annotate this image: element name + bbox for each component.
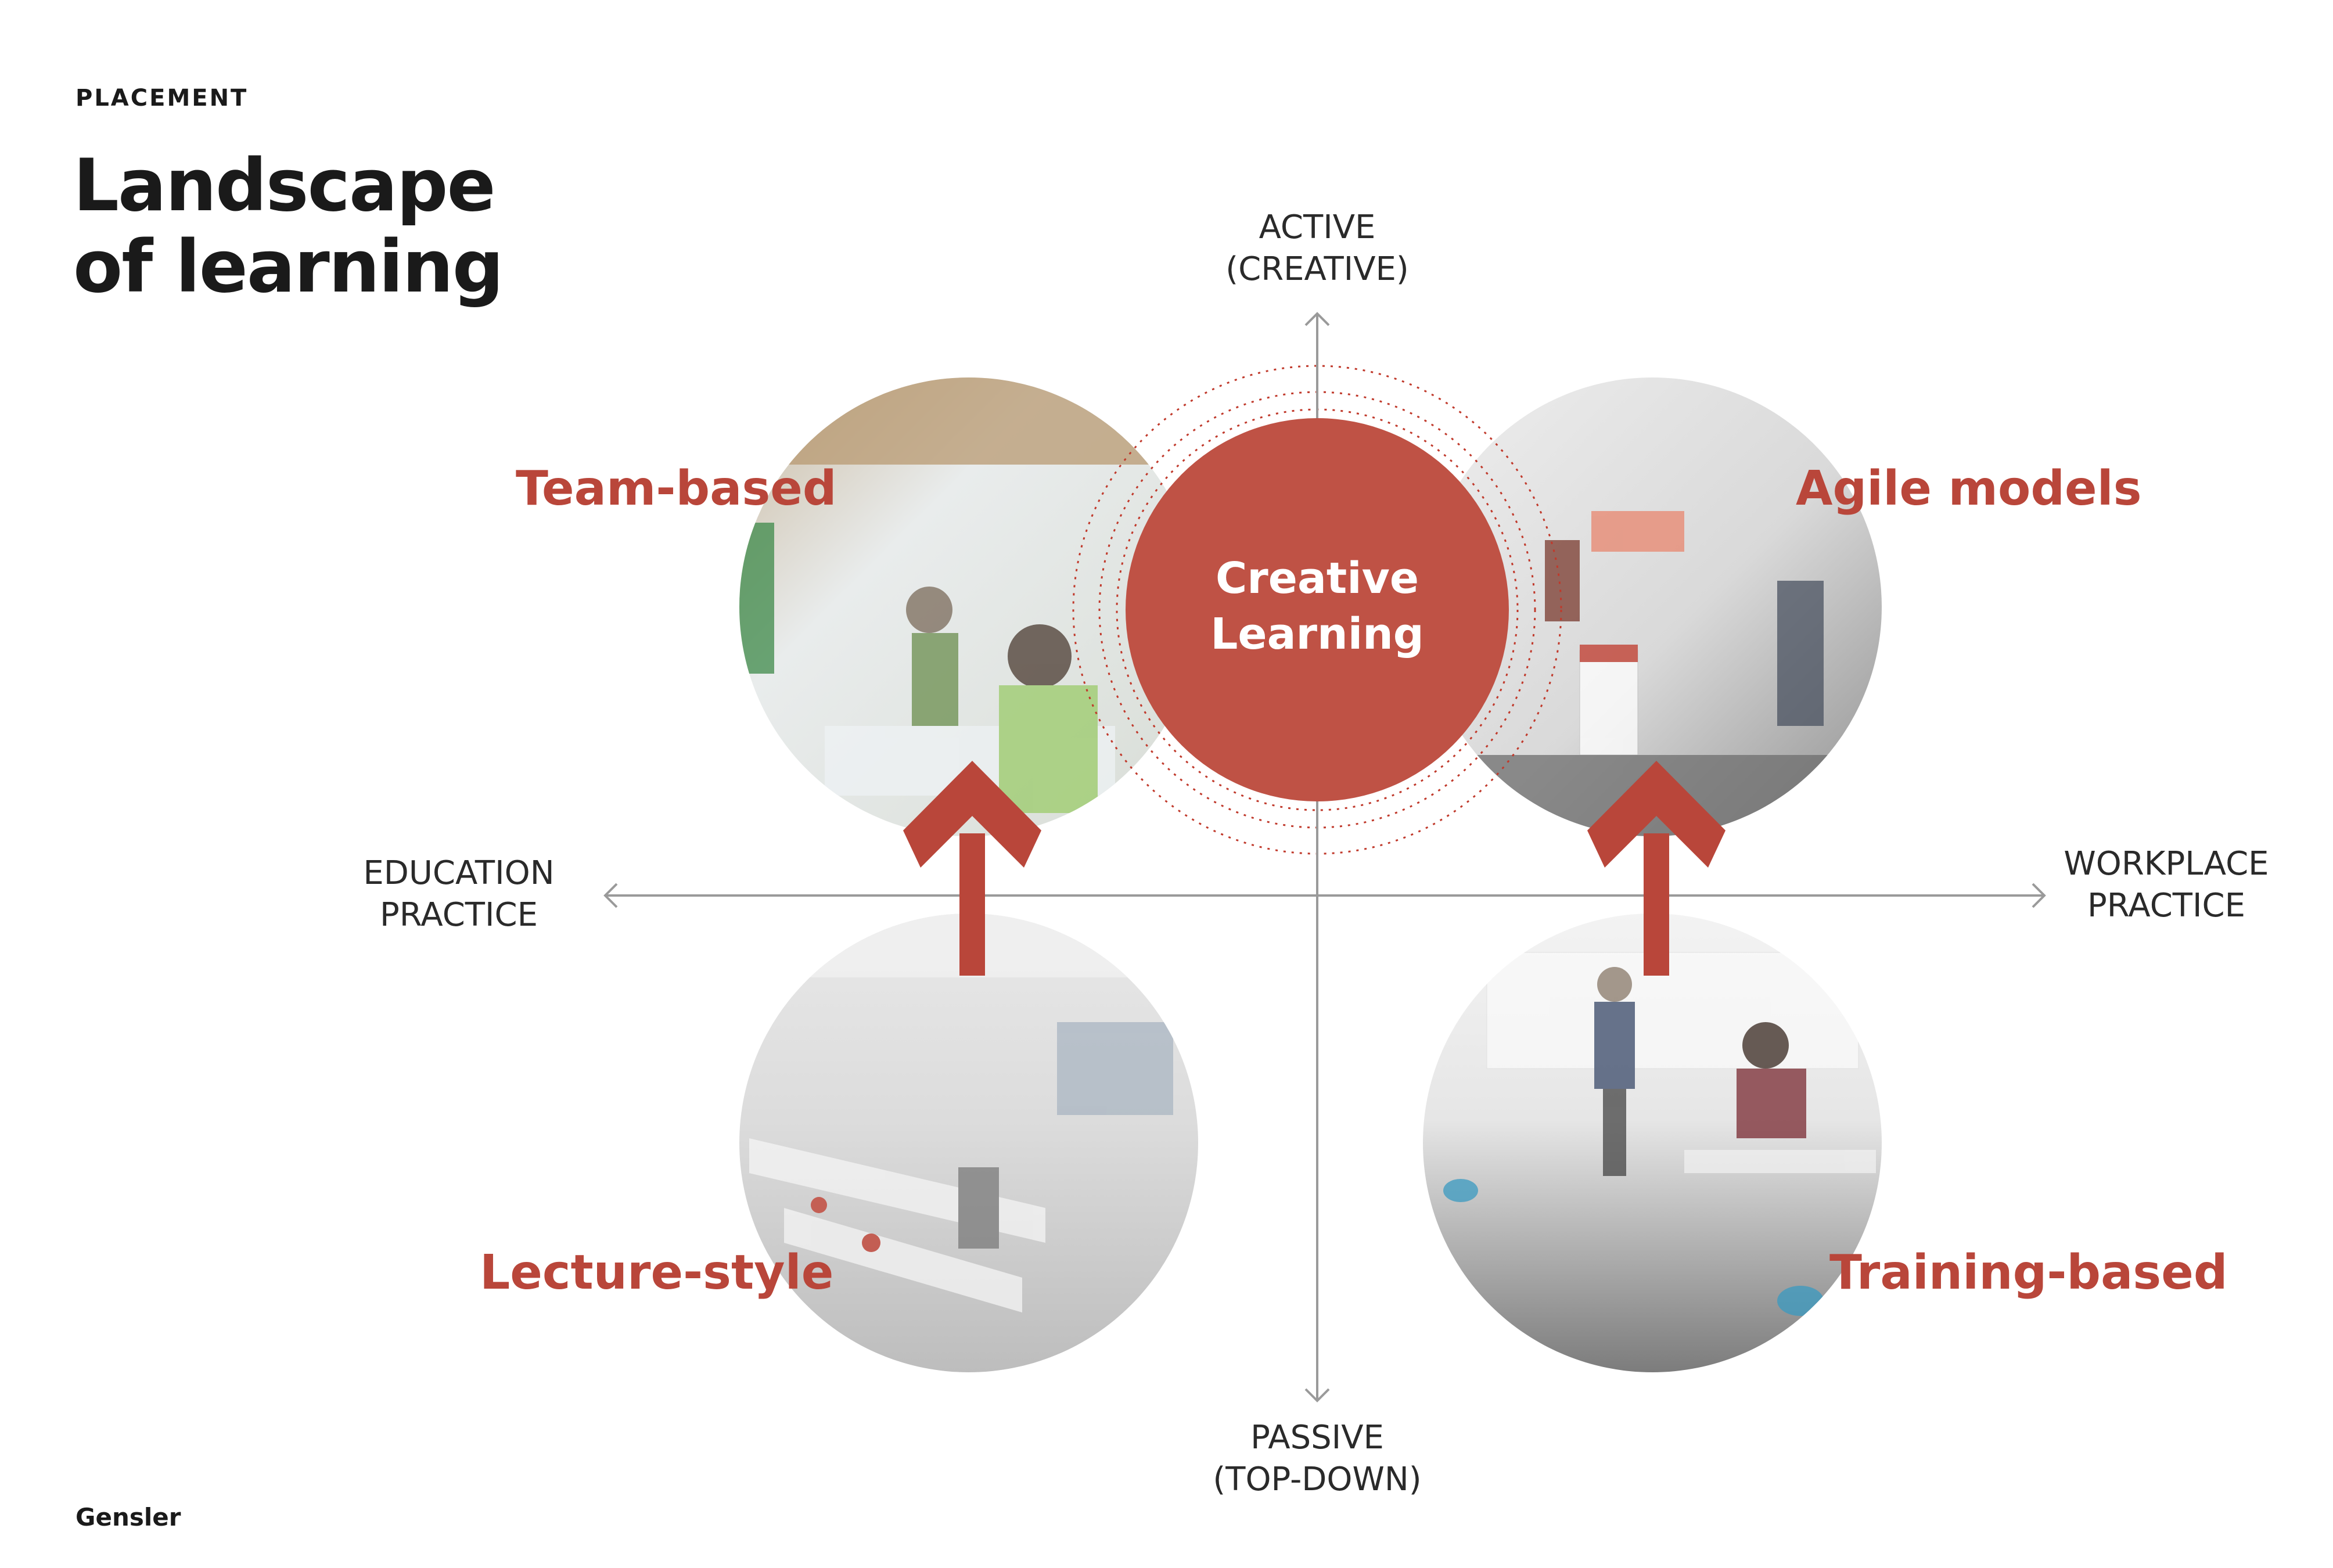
horizontal-axis	[603, 883, 2046, 908]
axis-bottom-line-1: PASSIVE	[1250, 1419, 1384, 1456]
axis-top-line-2: (CREATIVE)	[1225, 250, 1409, 288]
axis-left-line-2: PRACTICE	[379, 896, 538, 934]
axis-top-line-1: ACTIVE	[1259, 208, 1376, 246]
arrow-lecture-to-team	[903, 761, 1041, 976]
axis-label-left: EDUCATION PRACTICE	[343, 853, 575, 936]
axis-label-top: ACTIVE (CREATIVE)	[1201, 207, 1433, 290]
section-eyebrow: PLACEMENT	[76, 85, 249, 112]
label-lecture-style: Lecture-style	[480, 1245, 834, 1300]
creative-learning-circle	[1126, 418, 1509, 801]
axis-label-bottom: PASSIVE (TOP-DOWN)	[1189, 1417, 1445, 1501]
title-line-1: Landscape	[73, 144, 496, 228]
center-line-1: Creative	[1215, 553, 1419, 603]
gensler-logo: Gensler	[76, 1503, 181, 1531]
label-agile-models: Agile models	[1796, 461, 2142, 516]
axis-right-line-1: WORKPLACE	[2064, 845, 2269, 883]
axis-bottom-line-2: (TOP-DOWN)	[1213, 1461, 1422, 1498]
photo-lecture-style	[739, 914, 1198, 1372]
arrow-training-to-agile	[1587, 761, 1726, 976]
label-team-based: Team-based	[516, 461, 837, 516]
center-line-2: Learning	[1210, 609, 1424, 659]
title-line-2: of learning	[73, 225, 504, 309]
axis-right-line-2: PRACTICE	[2087, 887, 2246, 925]
center-label: Creative Learning	[1172, 551, 1462, 662]
axis-label-right: WORKPLACE PRACTICE	[2050, 843, 2282, 927]
photo-training-based	[1423, 914, 1882, 1372]
label-training-based: Training-based	[1829, 1245, 2228, 1300]
page-title: Landscape of learning	[73, 144, 504, 309]
axis-left-line-1: EDUCATION	[363, 854, 555, 892]
